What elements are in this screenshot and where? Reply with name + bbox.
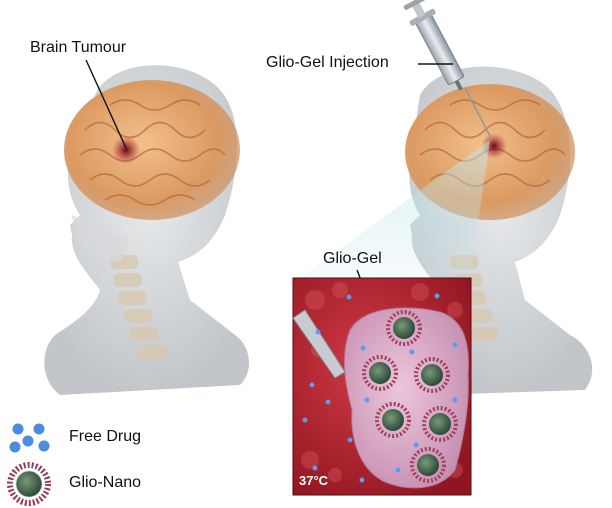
glio-gel-label: Glio-Gel [323,250,382,268]
zoom-inset [293,278,471,495]
legend-glio-nano-label: Glio-Nano [69,474,141,492]
brain-tumour-label: Brain Tumour [30,39,126,57]
glio-nano-icon [10,465,48,503]
injection-label: Glio-Gel Injection [266,54,389,72]
legend-free-drug-label: Free Drug [69,428,141,446]
free-drug-icon [10,424,50,453]
temperature-label: 37°C [299,473,328,488]
left-head [44,65,249,395]
left-tumour [112,136,140,164]
